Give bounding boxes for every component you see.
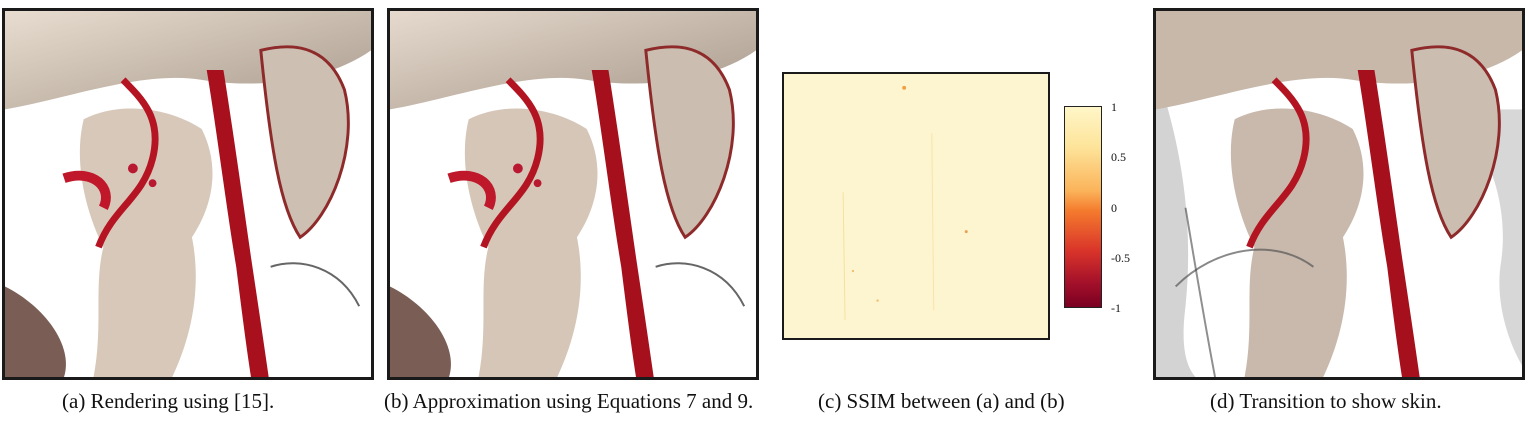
ssim-map <box>782 72 1050 340</box>
ssim-colorbar <box>1064 106 1102 308</box>
colorbar-tick-neg-0-5: -0.5 <box>1111 251 1130 265</box>
colorbar-tick-0-5: 0.5 <box>1111 150 1126 164</box>
caption-c: (c) SSIM between (a) and (b) <box>818 389 1065 413</box>
rendering-image-b <box>387 8 759 380</box>
caption-d: (d) Transition to show skin. <box>1210 389 1442 413</box>
colorbar-tick-0: 0 <box>1111 201 1117 215</box>
skull-rendering-a <box>5 11 371 377</box>
skull-rendering-b <box>390 11 756 377</box>
caption-a: (a) Rendering using [15]. <box>62 389 275 413</box>
colorbar-tick-1: 1 <box>1111 100 1117 114</box>
skin-transition-rendering <box>1156 11 1522 377</box>
rendering-image-a <box>2 8 374 380</box>
rendering-image-d <box>1153 8 1525 380</box>
ssim-map-pixels <box>784 74 1048 338</box>
caption-b: (b) Approximation using Equations 7 and … <box>384 389 754 413</box>
colorbar-tick-neg-1: -1 <box>1111 301 1121 315</box>
